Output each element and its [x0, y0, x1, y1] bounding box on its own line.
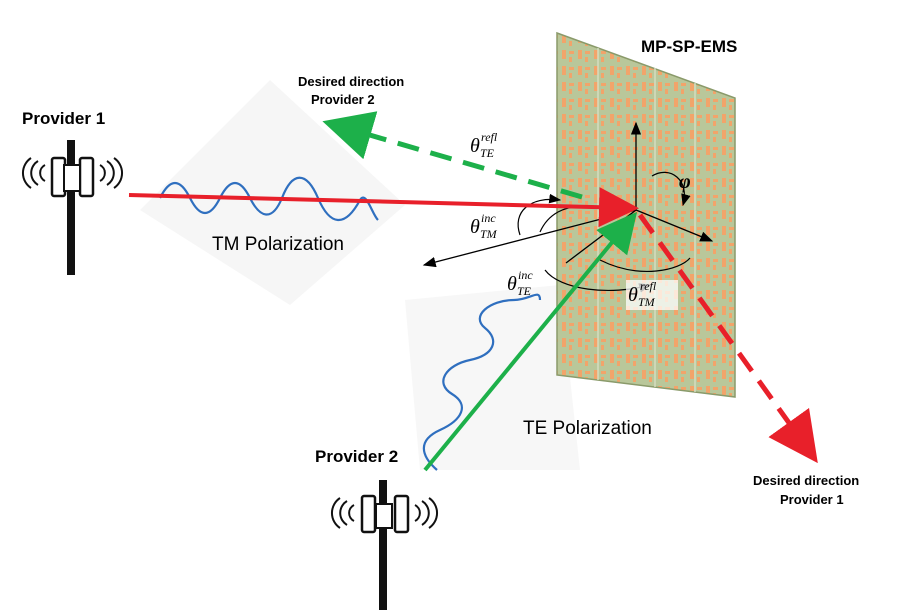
theta-tm-inc-label: θ inc TM [470, 211, 498, 241]
provider-2-reflected-beam [322, 111, 583, 200]
metasurface-panel [556, 31, 736, 398]
svg-text:inc: inc [518, 268, 533, 282]
phi-label: φ [679, 171, 691, 193]
provider-1-antenna [22, 140, 123, 275]
desired-direction-p2-line2: Provider 2 [311, 92, 375, 107]
svg-text:refl: refl [640, 279, 657, 293]
provider-1-label: Provider 1 [22, 109, 105, 128]
svg-text:inc: inc [481, 211, 496, 225]
tm-plane-background [140, 80, 405, 305]
te-wave [422, 293, 542, 471]
svg-text:TM: TM [638, 295, 656, 309]
svg-text:refl: refl [481, 130, 498, 144]
svg-text:TM: TM [480, 227, 498, 241]
tm-wave [159, 176, 379, 222]
provider-1-incident-beam [128, 187, 639, 228]
te-polarization-label: TE Polarization [523, 418, 652, 439]
desired-direction-p2-line1: Desired direction [298, 74, 404, 89]
tm-polarization-label: TM Polarization [212, 234, 344, 255]
desired-direction-p1-line1: Desired direction [753, 473, 859, 488]
surface-title: MP-SP-EMS [641, 37, 737, 56]
svg-text:θ: θ [628, 284, 638, 306]
svg-text:θ: θ [507, 273, 517, 295]
provider-1-reflected-beam [637, 213, 818, 464]
te-plane-background [405, 285, 580, 470]
provider-2-label: Provider 2 [315, 447, 398, 466]
svg-text:θ: θ [470, 216, 480, 238]
theta-tm-refl-label: θ refl TM [626, 279, 678, 310]
provider-2-antenna [331, 480, 438, 610]
svg-text:TE: TE [517, 284, 532, 298]
provider-2-incident-beam [423, 211, 638, 472]
theta-te-inc-label: θ inc TE [507, 268, 533, 298]
svg-text:θ: θ [470, 135, 480, 157]
desired-direction-p1-line2: Provider 1 [780, 492, 844, 507]
theta-te-refl-label: θ refl TE [470, 130, 498, 160]
svg-text:TE: TE [480, 146, 495, 160]
